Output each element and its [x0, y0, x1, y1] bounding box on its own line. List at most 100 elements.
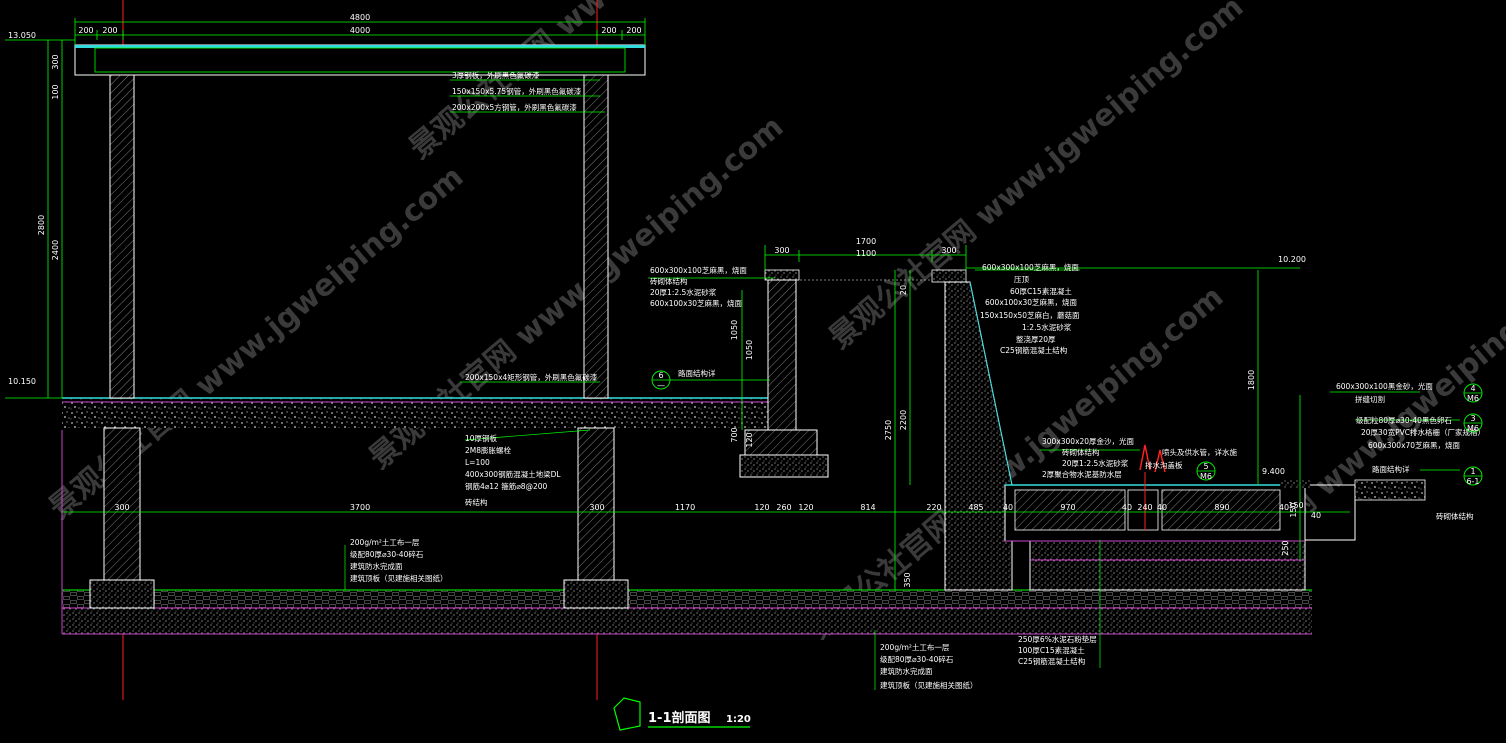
note: 压顶: [1014, 275, 1030, 284]
note: 整浇厚20厚: [1016, 334, 1056, 344]
dim-200: 200: [626, 26, 641, 35]
elevation-marks: 13.050 10.150 10.200 9.400: [8, 31, 1306, 476]
dim-bottom: 120: [798, 503, 813, 512]
wall-dimensions: 300 1700 1100 300 1050 1050 700 120 2750…: [730, 237, 1298, 588]
note: 150x150x5.75钢管，外刷黑色氟碳漆: [452, 86, 582, 96]
drawing-title: 1-1剖面图 1:20: [613, 697, 751, 731]
callout-num: 6: [658, 371, 663, 380]
callout-wall: 6 — 路面结构详: [651, 368, 770, 390]
pergola-structure: [74, 44, 646, 609]
note: 建筑顶板（见建施相关图纸）: [350, 573, 448, 583]
dim-bottom: 890: [1214, 503, 1229, 512]
dim-1100: 1100: [856, 249, 876, 258]
note: 20厚30宽PVC排水格栅（厂家规格）: [1361, 427, 1485, 437]
note: 拼缝切割: [1355, 394, 1385, 404]
note: C25钢筋混凝土结构: [1000, 345, 1068, 355]
note: 150x150x50芝麻白，蘑菇面: [980, 310, 1080, 320]
leader-lines: [344, 79, 1460, 690]
note: 排水沟盖板: [1145, 460, 1183, 470]
callout-num: 5: [1203, 462, 1208, 471]
footing-notes: 10厚钢板 2M8膨胀螺栓 L=100 400x300钢筋混凝土地梁DL 钢筋4…: [465, 433, 561, 507]
note: 10厚钢板: [465, 433, 498, 443]
callout-right: 1 6-1: [1463, 466, 1483, 486]
note: 砖砌体结构: [1436, 511, 1474, 521]
pool-structure: [931, 269, 1426, 591]
note: 400x300钢筋混凝土地梁DL: [465, 469, 561, 479]
dim-2400: 2400: [51, 240, 60, 260]
dim-1700: 1700: [856, 237, 876, 246]
note: 600x100x30芝麻黑，烧面: [650, 298, 743, 308]
callout-sheet: M6: [1200, 472, 1212, 481]
right-notes: 600x300x100黑金砂，光面 拼缝切割 级配粒80厚⌀30-40黑色卵石 …: [1336, 381, 1485, 521]
title-scale: 1:20: [726, 714, 751, 725]
ground-notes-right: 200g/m²土工布一层 级配80厚⌀30-40碎石 建筑防水完成面 建筑顶板（…: [880, 642, 978, 690]
note: 100厚C15素混凝土: [1018, 645, 1085, 655]
dim-bottom: 240: [1137, 503, 1152, 512]
dim-1050: 1050: [745, 340, 754, 360]
dim-bottom: 40: [1003, 503, 1013, 512]
ground-notes-left: 200g/m²土工布一层 级配80厚⌀30-40碎石 建筑防水完成面 建筑顶板（…: [350, 537, 448, 583]
callout-num: 1: [1470, 467, 1475, 476]
note: 600x100x30芝麻黑，烧面: [985, 297, 1078, 307]
dim-20: 20: [899, 285, 908, 295]
dim-100: 100: [51, 84, 60, 99]
dim-700: 700: [730, 427, 739, 442]
dim-bottom: 40: [1311, 511, 1321, 520]
note: 1:2.5水泥砂浆: [1022, 322, 1072, 332]
dim-bottom: 3700: [350, 503, 370, 512]
callout-num: 3: [1470, 414, 1475, 423]
note: 建筑防水完成面: [880, 666, 933, 676]
note: 砖砌体结构: [1062, 447, 1100, 457]
dim-bottom: 220: [926, 503, 941, 512]
dim-120: 120: [745, 432, 754, 447]
note: 200g/m²土工布一层: [350, 537, 420, 547]
note: 级配粒80厚⌀30-40黑色卵石: [1356, 415, 1452, 425]
note: 20厚1:2.5水泥砂浆: [650, 287, 717, 297]
dim-1050: 1050: [730, 320, 739, 340]
callout-sheet: M6: [1467, 394, 1479, 403]
dim-bottom: 814: [860, 503, 875, 512]
note: 2厚聚合物水泥基防水层: [1042, 469, 1122, 479]
dim-200: 200: [601, 26, 616, 35]
note: 250厚6%水泥石粉垫层: [1018, 634, 1097, 644]
elevation-top: 13.050: [8, 31, 36, 40]
note: 600x300x100黑金砂，光面: [1336, 381, 1433, 391]
pergola-notes: 3厚钢板，外刷黑色氟碳漆 150x150x5.75钢管，外刷黑色氟碳漆 200x…: [452, 70, 598, 382]
dim-bottom: 1170: [675, 503, 695, 512]
note: 200g/m²土工布一层: [880, 642, 950, 652]
note: 300x300x20厚金沙，光面: [1042, 436, 1135, 446]
wall-notes-left: 600x300x100芝麻黑，烧面 砖砌体结构 20厚1:2.5水泥砂浆 600…: [650, 265, 747, 308]
dim-bottom: 300: [589, 503, 604, 512]
note: 钢筋4⌀12 箍筋⌀8@200: [465, 481, 548, 491]
callout-right: 3 M6: [1463, 413, 1483, 433]
dim-2800: 2800: [37, 215, 46, 235]
callout-sheet: M6: [1467, 424, 1479, 433]
dim-300: 300: [51, 54, 60, 69]
note: 级配80厚⌀30-40碎石: [350, 549, 424, 559]
wall-notes-right: 600x300x100芝麻黑，烧面 压顶 60厚C15素混凝土 600x100x…: [980, 262, 1080, 355]
note: L=100: [465, 458, 490, 467]
dim-bottom: 485: [968, 503, 983, 512]
dim-150: 150: [1289, 502, 1298, 517]
pool-notes: 300x300x20厚金沙，光面 砖砌体结构 20厚1:2.5水泥砂浆 2厚聚合…: [1042, 436, 1237, 481]
title-text: 1-1剖面图: [648, 710, 711, 726]
dim-200: 200: [102, 26, 117, 35]
elevation-small: 9.400: [1262, 467, 1285, 476]
note: 砖结构: [465, 497, 488, 507]
pool-base-notes: 250厚6%水泥石粉垫层 100厚C15素混凝土 C25钢筋混凝土结构: [1018, 634, 1097, 666]
note: 600x300x70芝麻黑，烧面: [1368, 440, 1461, 450]
dim-2750: 2750: [884, 420, 893, 440]
note: 砖砌体结构: [650, 276, 688, 286]
dim-bottom: 40: [1157, 503, 1167, 512]
note: 20厚1:2.5水泥砂浆: [1062, 458, 1129, 468]
note: 路面结构详: [678, 368, 716, 378]
ground-layers: [61, 397, 1312, 635]
dim-300: 300: [941, 246, 956, 255]
dim-300: 300: [774, 246, 789, 255]
elevation-mid: 10.150: [8, 377, 36, 386]
note: 喷头及供水管，详水施: [1162, 447, 1237, 457]
dim-200: 200: [78, 26, 93, 35]
dim-bottom: 970: [1060, 503, 1075, 512]
note: 200x150x4矩形钢管，外刷黑色氟碳漆: [465, 372, 598, 382]
dim-1800: 1800: [1247, 370, 1256, 390]
